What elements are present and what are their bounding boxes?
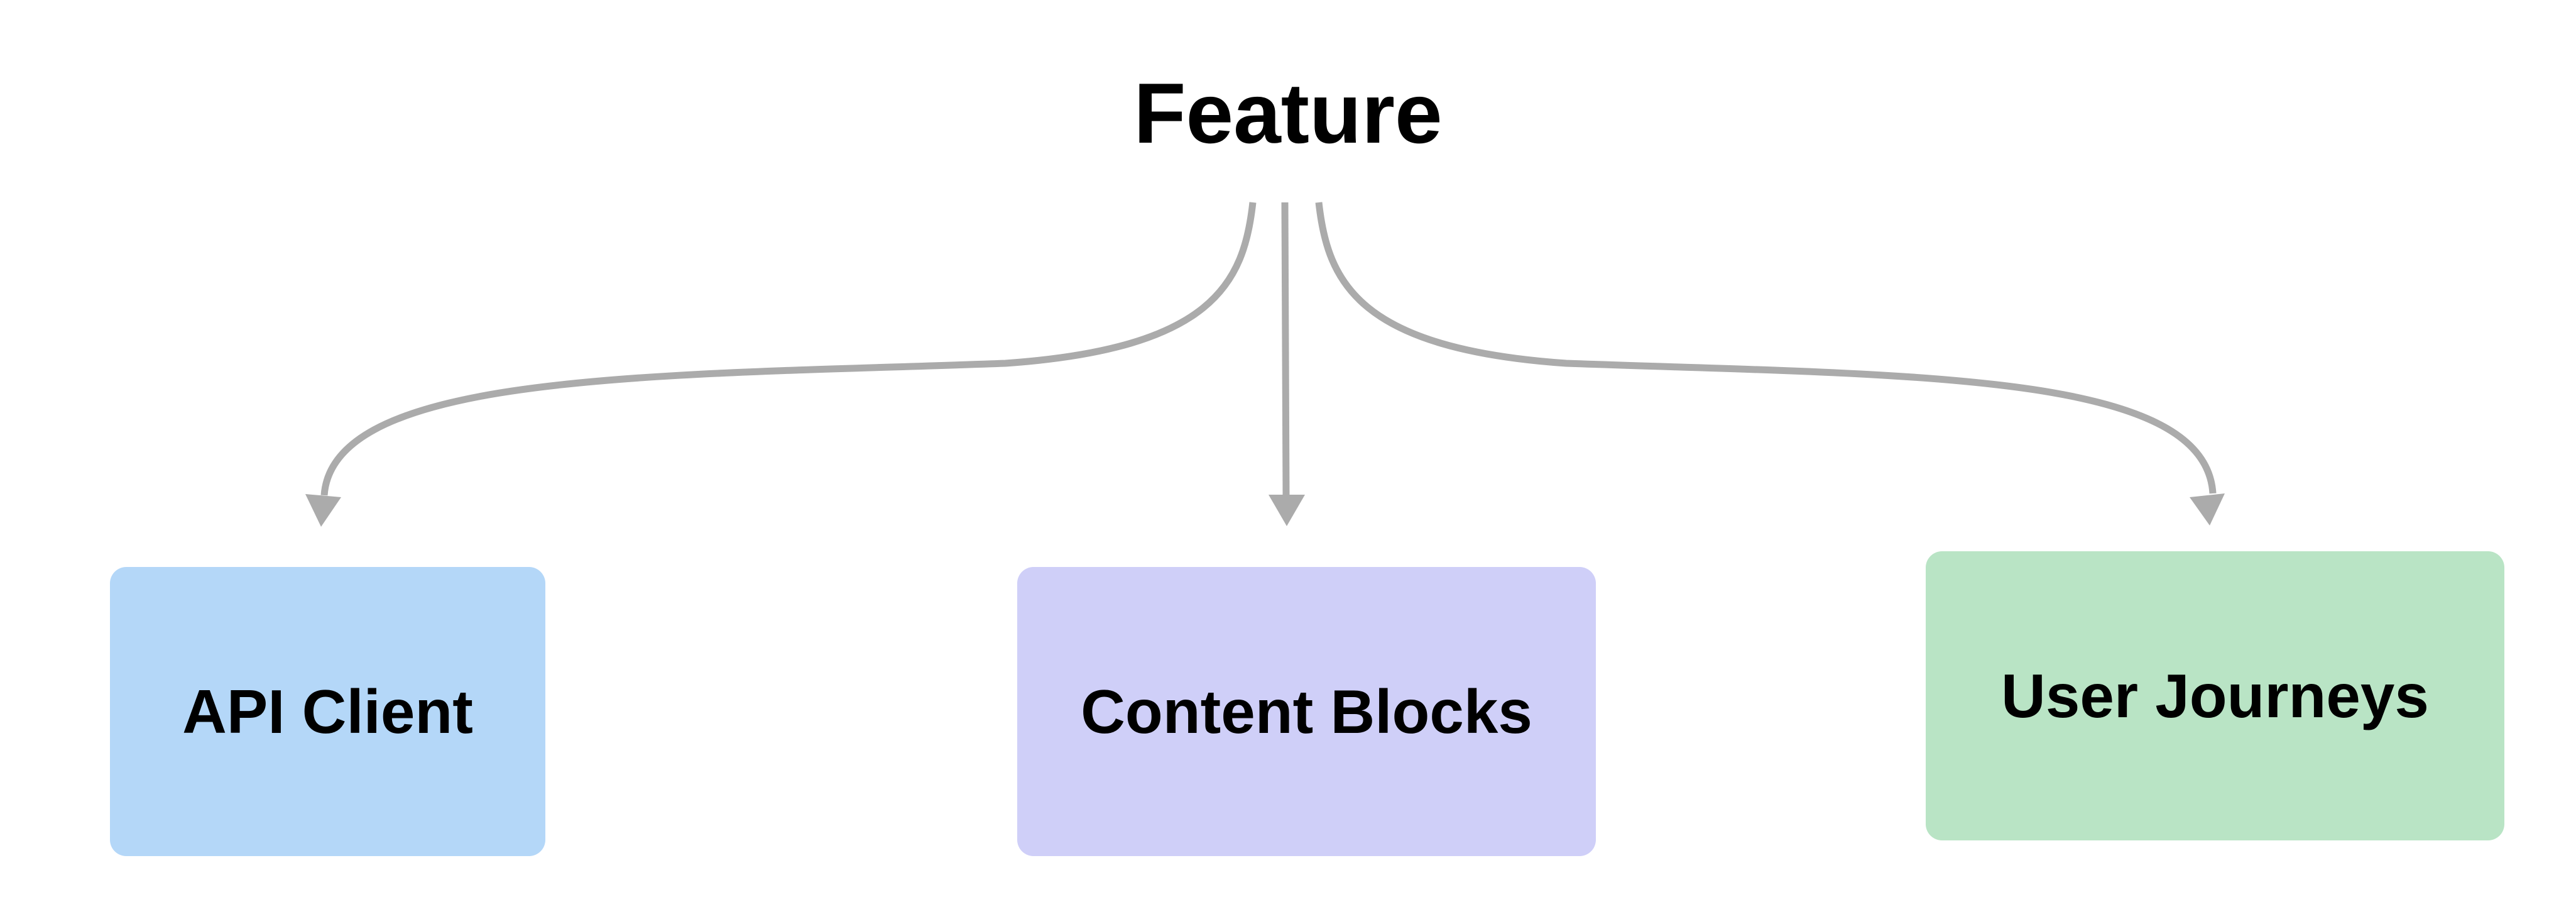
- arrowhead-api-client-icon: [305, 494, 341, 527]
- node-user-journeys-label: User Journeys: [2001, 661, 2429, 730]
- node-content-blocks: Content Blocks: [1017, 567, 1596, 856]
- arrowhead-user-journeys-icon: [2190, 493, 2225, 525]
- node-user-journeys: User Journeys: [1926, 551, 2504, 840]
- connector-to-user-journeys: [1315, 202, 2217, 494]
- node-content-blocks-label: Content Blocks: [1081, 677, 1532, 746]
- node-api-client-label: API Client: [182, 677, 473, 746]
- connector-to-content-blocks: [1281, 202, 1290, 497]
- arrowhead-content-blocks-icon: [1269, 495, 1305, 526]
- diagram-title: Feature: [1133, 65, 1443, 161]
- node-api-client: API Client: [110, 567, 545, 856]
- connector-to-api-client: [320, 202, 1257, 496]
